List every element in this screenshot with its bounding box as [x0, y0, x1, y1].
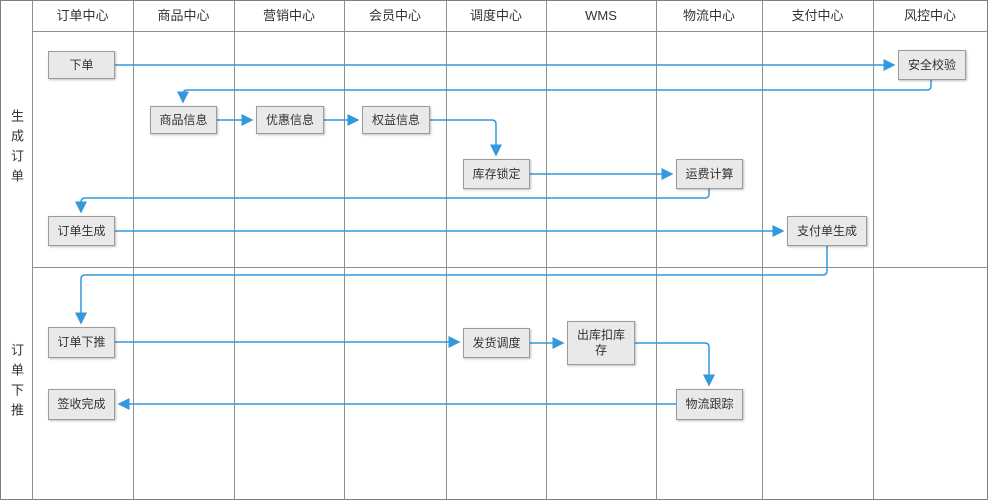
column-header-logistics-center: 物流中心: [682, 8, 735, 23]
column-header-product-center: 商品中心: [157, 8, 210, 23]
node-discount-info: 优惠信息: [256, 106, 324, 134]
lane-label-push-order: 订单下推: [9, 343, 24, 423]
node-outbound-deduct: 出库扣库存: [567, 321, 635, 365]
grid-line-lane-divider: [32, 267, 987, 268]
column-header-dispatch-center: 调度中心: [469, 8, 522, 23]
column-header-payment-center: 支付中心: [791, 8, 844, 23]
grid-line-col-4: [446, 1, 447, 499]
grid-line-col-1: [133, 1, 134, 499]
column-header-risk-center: 风控中心: [903, 8, 956, 23]
grid-line-col-3: [344, 1, 345, 499]
node-order-created: 订单生成: [48, 216, 115, 246]
node-product-info: 商品信息: [150, 106, 217, 134]
node-inventory-lock: 库存锁定: [463, 159, 530, 189]
grid-line-col-7: [762, 1, 763, 499]
node-security-check: 安全校验: [898, 50, 966, 80]
edge-outbound-deduct-to-logistics-tracking: [635, 342, 715, 387]
grid-line-col-6: [656, 1, 657, 499]
grid-line-label-col: [32, 1, 33, 499]
node-dispatch: 发货调度: [463, 328, 530, 358]
column-header-member-center: 会员中心: [368, 8, 421, 23]
edge-payment-created-to-order-push: [75, 246, 828, 325]
node-rights-info: 权益信息: [362, 106, 430, 134]
node-order-push: 订单下推: [48, 327, 115, 358]
node-place-order: 下单: [48, 51, 115, 79]
column-header-order-center: 订单中心: [56, 8, 109, 23]
node-sign-complete: 签收完成: [48, 389, 115, 420]
column-header-marketing-center: 营销中心: [262, 8, 315, 23]
grid-line-col-5: [546, 1, 547, 499]
edge-rights-info-to-inventory-lock: [430, 119, 502, 157]
node-logistics-tracking: 物流跟踪: [676, 389, 743, 420]
column-header-wms: WMS: [585, 8, 617, 23]
grid-line-col-8: [873, 1, 874, 499]
grid-line-col-2: [234, 1, 235, 499]
edge-freight-calc-to-order-created: [75, 189, 710, 214]
grid-line-header-bottom: [32, 31, 987, 32]
lane-label-generate-order: 生成订单: [9, 109, 24, 189]
node-payment-created: 支付单生成: [787, 216, 867, 246]
node-freight-calc: 运费计算: [676, 159, 743, 189]
edge-security-check-to-product-info: [177, 80, 932, 104]
